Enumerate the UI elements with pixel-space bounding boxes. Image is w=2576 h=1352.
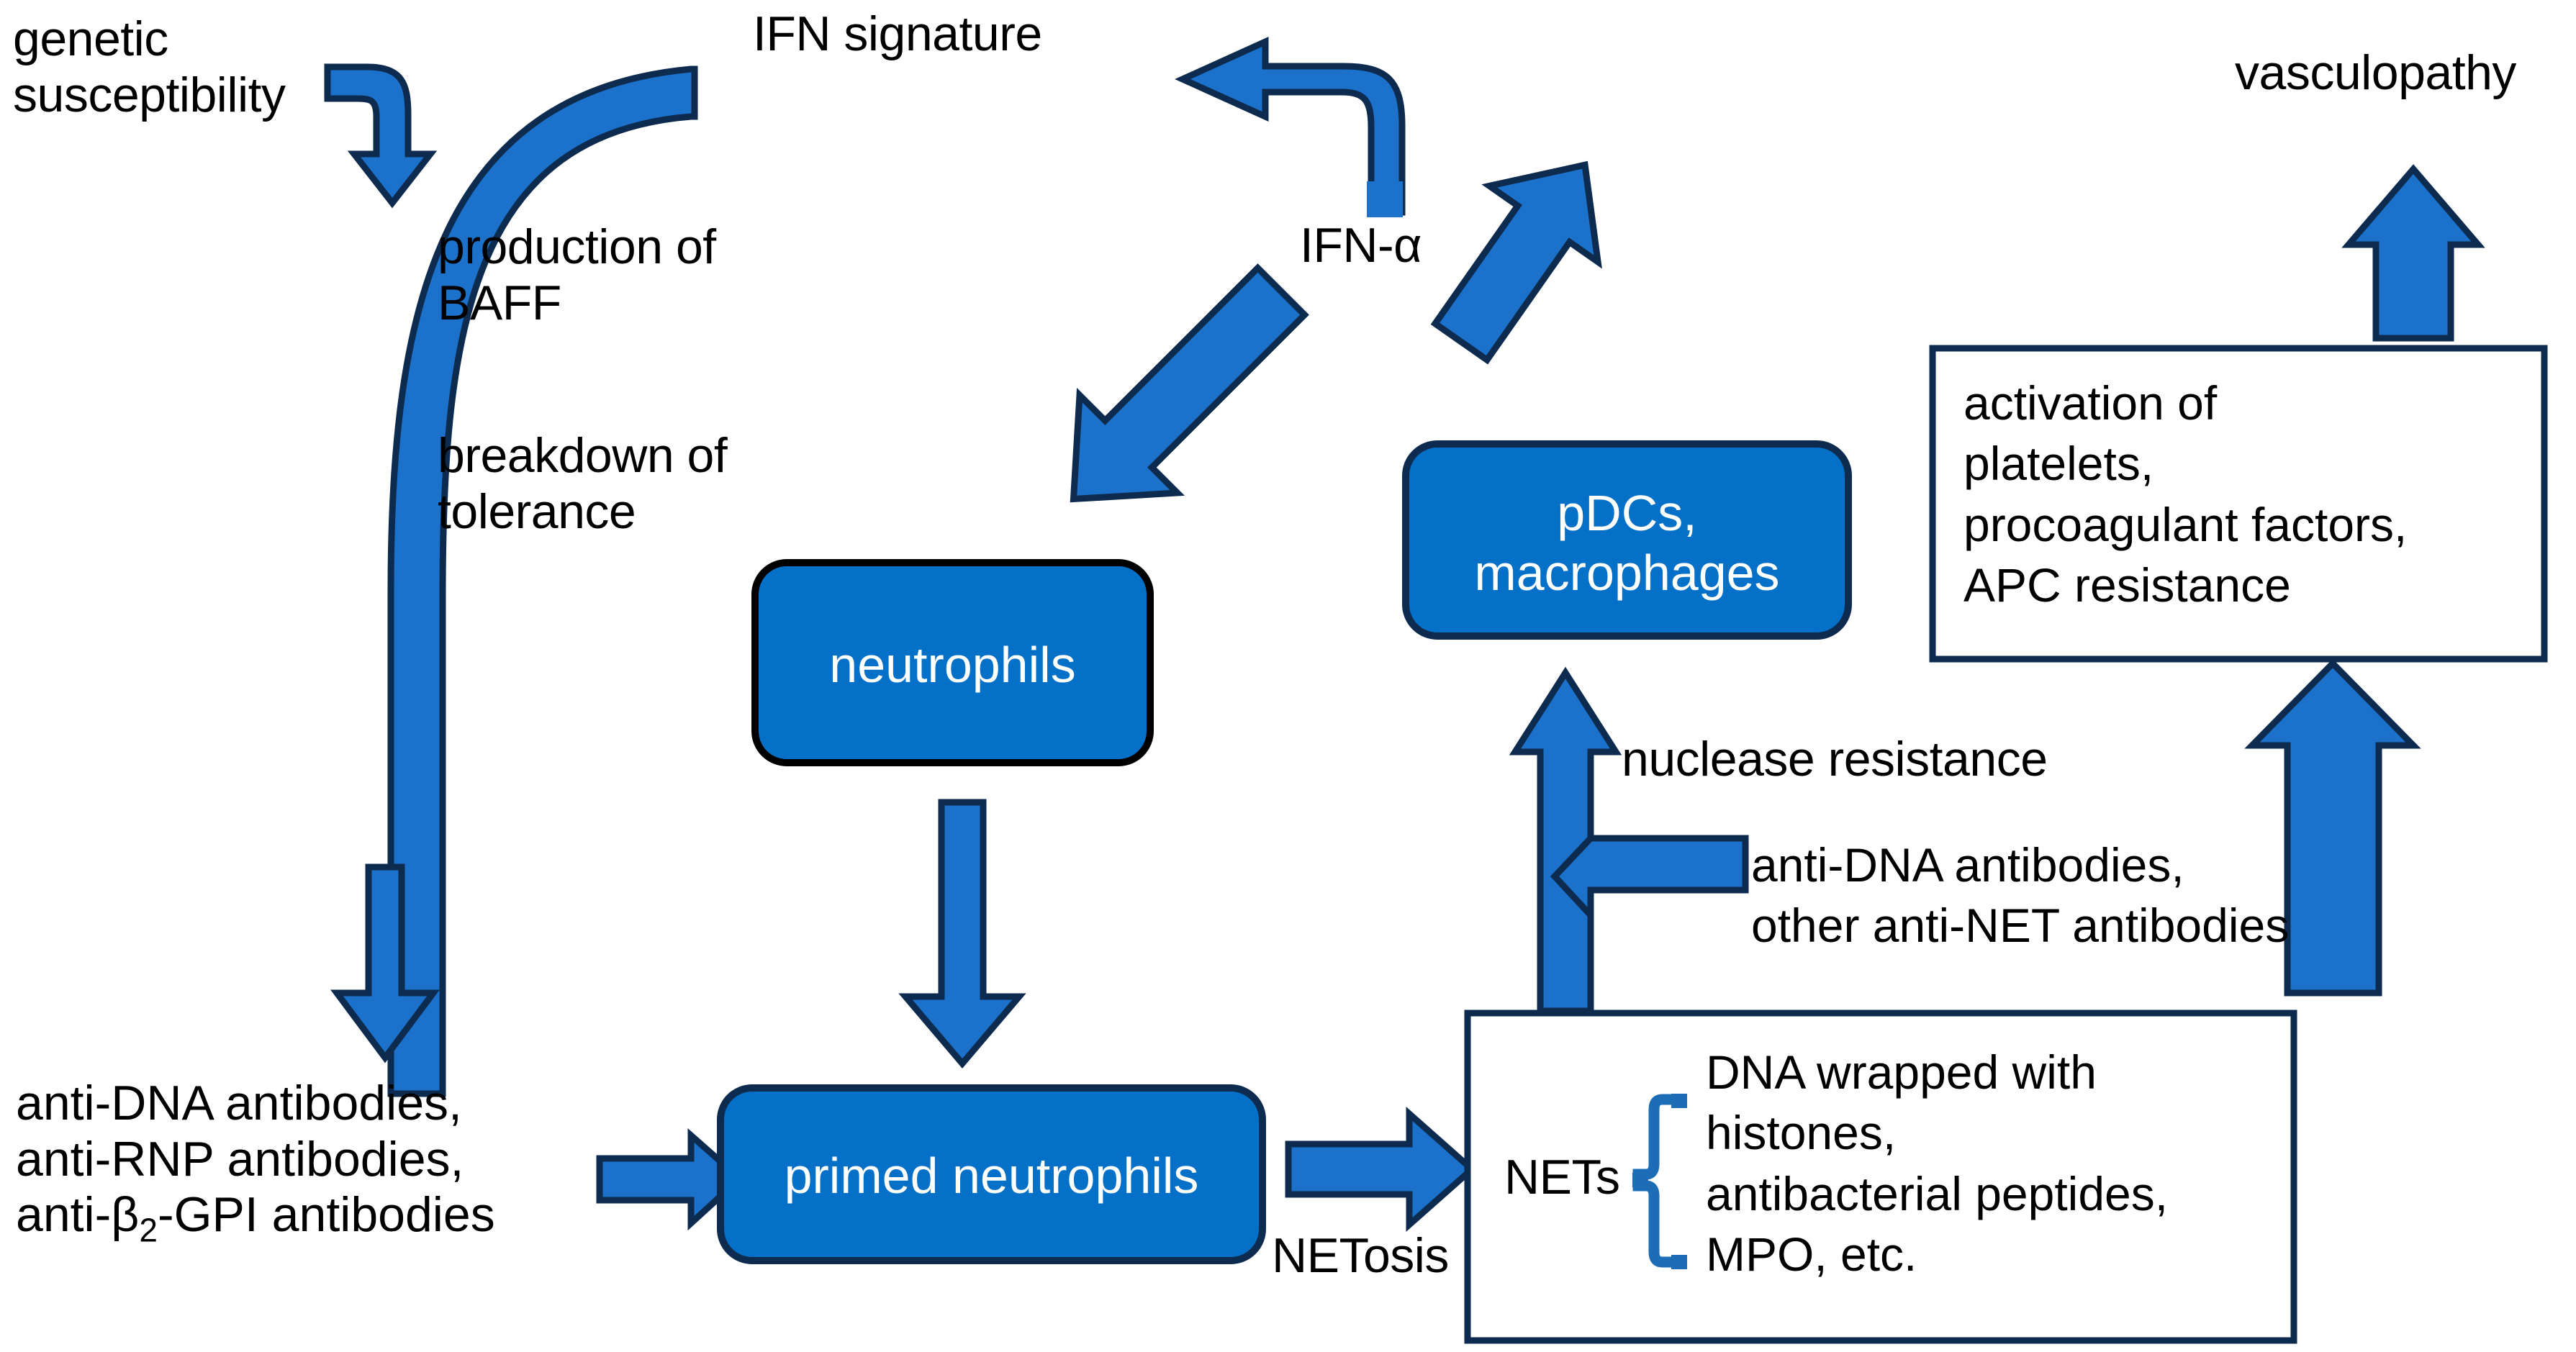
node-nets-frame xyxy=(1464,1010,2297,1344)
autoantibody-line-2: anti-RNP antibodies, xyxy=(16,1131,464,1187)
label-nets: NETs xyxy=(1504,1150,1620,1204)
node-neutrophils-label: neutrophils xyxy=(829,637,1076,693)
label-anti-net-antibodies: anti-DNA antibodies, other anti-NET anti… xyxy=(1751,838,2290,953)
edge-ifnalpha-to-ifnsignature xyxy=(1175,37,1406,216)
node-activation-frame xyxy=(1929,345,2548,663)
label-ifn-signature: IFN signature xyxy=(753,6,1042,61)
node-primed-neutrophils-shape xyxy=(717,1084,1266,1264)
edge-pdcs-to-ifnalpha xyxy=(1430,160,1602,365)
node-primed-neutrophils-label: primed neutrophils xyxy=(784,1148,1199,1204)
edge-activation-to-vasculopathy xyxy=(2341,164,2485,342)
edge-primed-to-nets xyxy=(1285,1107,1477,1232)
label-breakdown-of-tolerance: breakdown of tolerance xyxy=(438,428,728,539)
label-ifn-alpha: IFN-α xyxy=(1300,218,1422,273)
edge-autoantibodies-to-primed xyxy=(596,1128,745,1231)
label-nuclease-resistance: nuclease resistance xyxy=(1622,732,2048,786)
label-autoantibodies-left: anti-DNA antibodies, anti-RNP antibodies… xyxy=(16,1076,495,1249)
label-netosis: NETosis xyxy=(1272,1228,1449,1283)
autoantibody-line-3: anti-β2-GPI antibodies xyxy=(16,1187,495,1249)
edge-tolerance-to-autoantibodies xyxy=(330,863,440,1063)
edge-nets-to-activation xyxy=(2244,658,2421,997)
autoantibody-line-3-subscript: 2 xyxy=(139,1211,158,1249)
edge-neutrophils-to-primed xyxy=(898,799,1026,1069)
label-vasculopathy: vasculopathy xyxy=(2235,45,2516,100)
label-production-of-baff: production of BAFF xyxy=(438,219,716,330)
edge-genetic-to-axis xyxy=(324,63,438,209)
node-activation-label: activation of platelets, procoagulant fa… xyxy=(1963,376,2408,612)
node-pdcs-label: pDCs, macrophages xyxy=(1474,485,1780,601)
edge-ifnalpha-stub xyxy=(1367,181,1403,217)
autoantibody-line-3-pre: anti-β xyxy=(16,1187,140,1243)
autoantibody-line-1: anti-DNA antibodies, xyxy=(16,1076,462,1130)
edge-antinet-to-axis xyxy=(1550,835,1749,924)
label-genetic-susceptibility: genetic susceptibility xyxy=(13,12,286,122)
autoantibody-line-3-post: -GPI antibodies xyxy=(158,1187,495,1243)
node-neutrophils-shape xyxy=(751,559,1154,766)
edge-ifnalpha-to-neutrophils xyxy=(1070,263,1309,503)
node-nets-contents-label: DNA wrapped with histones, antibacterial… xyxy=(1706,1045,2169,1281)
node-pdcs-shape xyxy=(1402,440,1852,640)
